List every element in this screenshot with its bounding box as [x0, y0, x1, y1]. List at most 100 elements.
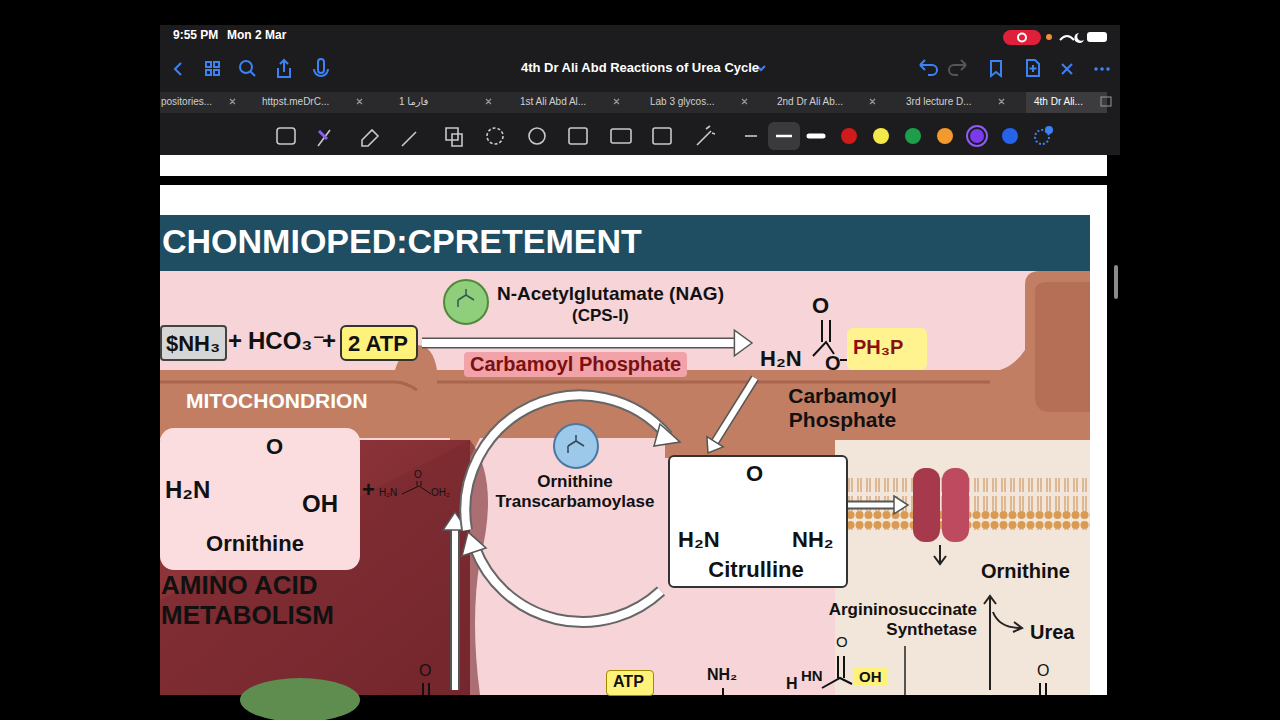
app-chrome: [991, 61, 1001, 76]
app-chrome: [809, 134, 823, 139]
reactant-box: $NH₃: [160, 325, 227, 361]
node-text: 2 ATP: [348, 331, 408, 356]
app-chrome: [611, 129, 631, 143]
label: 1st Ali Abd Al...: [520, 96, 586, 108]
bond-lines: [402, 481, 431, 494]
label: Ornithine: [981, 560, 1070, 583]
label: O: [836, 633, 848, 650]
app-chrome: [160, 25, 1120, 155]
app-chrome: [1045, 126, 1053, 134]
app-chrome: [905, 128, 921, 144]
node-text: O: [746, 461, 763, 486]
atp-box: 2 ATP: [340, 325, 418, 361]
label: +: [362, 477, 375, 502]
label: 4th Dr Ali Abd Reactions of Urea Cycle: [440, 61, 840, 76]
cell-illustration: [452, 528, 458, 690]
label: Carbamoyl Phosphate: [464, 352, 687, 377]
label: 4th Dr Ali...: [1034, 96, 1083, 108]
app-chrome: [277, 126, 757, 146]
node-text: H₂N: [678, 527, 720, 552]
app-chrome: [1003, 30, 1041, 45]
cell-illustration: [475, 548, 661, 622]
label: +: [322, 327, 336, 355]
cell-illustration: [993, 612, 1022, 632]
app-chrome: [318, 128, 462, 146]
app-chrome: [653, 128, 671, 144]
app-chrome: [970, 129, 984, 143]
label: Lab 3 glycos...: [650, 96, 714, 108]
label: Ornithine Transcarbamoylase: [480, 472, 670, 511]
app-chrome: [175, 63, 181, 75]
label: OH₂: [431, 487, 450, 499]
app-chrome: [1018, 34, 1026, 42]
label: 9:55 PM: [173, 29, 218, 43]
cell-illustration: [1035, 282, 1090, 412]
cell-illustration: [654, 424, 680, 446]
label: AMINO ACID METABOLISM: [161, 571, 356, 631]
app-chrome: [250, 71, 255, 76]
app-chrome: [1094, 67, 1110, 71]
node-text: Citrulline: [670, 557, 842, 582]
connector-line: [715, 378, 755, 442]
label: HN: [801, 667, 823, 684]
cell-illustration: [934, 545, 946, 564]
app-chrome: [841, 128, 857, 144]
node-text: ATP: [613, 673, 644, 691]
app-chrome: [160, 185, 1107, 695]
connector-arrow: [707, 378, 755, 453]
ornithine-box: OH₂NOHOrnithine: [160, 428, 360, 570]
cell-illustration: [160, 271, 1090, 695]
cell-illustration: [904, 646, 906, 695]
app-chrome: [314, 59, 328, 76]
app-chrome: [319, 131, 327, 139]
node-text: O: [266, 434, 283, 459]
node-text: O: [825, 352, 841, 375]
label: httpst.meDrC...: [262, 96, 329, 108]
arrowhead: [734, 330, 752, 356]
structure-group: OH₂NOCarbamoyl PhosphatePH₃P: [755, 290, 930, 430]
node-text: OH: [302, 490, 338, 518]
label: Urea: [1030, 621, 1074, 644]
label: (CPS-I): [572, 306, 629, 326]
app-chrome: [206, 70, 211, 75]
app-chrome: [873, 128, 889, 144]
label: O: [414, 469, 422, 481]
app-chrome: [949, 60, 966, 75]
cell-illustration: [984, 596, 996, 690]
app-chrome: [1106, 67, 1110, 71]
app-chrome: [745, 135, 757, 137]
app-chrome: [967, 126, 987, 146]
app-chrome: [1002, 128, 1018, 144]
diagram-title: CHONMIOPED:CPRETEMENT: [162, 222, 642, 261]
app-chrome: [1026, 92, 1107, 113]
app-chrome: [214, 70, 219, 75]
app-chrome: [1060, 36, 1074, 40]
cell-illustration: [554, 424, 598, 468]
node-text: PH₃P: [853, 336, 903, 359]
app-chrome: [1027, 60, 1039, 76]
cell-illustration: [160, 215, 1090, 720]
label: HCO₃⁻: [248, 327, 325, 355]
label: OH: [853, 667, 888, 686]
cell-illustration: [568, 435, 584, 453]
app-chrome: [1100, 67, 1104, 71]
connector-line: [715, 378, 755, 442]
app-chrome: [277, 128, 295, 144]
cell-illustration: [462, 532, 486, 556]
cell-illustration: [894, 496, 908, 514]
app-chrome: [206, 62, 211, 67]
label: positories...: [161, 96, 212, 108]
app-chrome: [920, 60, 937, 75]
app-chrome: [1094, 67, 1098, 71]
bond-lines: [423, 656, 1046, 695]
label: O: [1037, 662, 1049, 680]
label: NH₂: [707, 666, 737, 684]
app-chrome: [160, 25, 1120, 695]
app-chrome: [1074, 33, 1084, 43]
app-chrome: [230, 99, 1004, 104]
label: 3rd lecture D...: [906, 96, 972, 108]
cell-illustration: [450, 528, 460, 690]
phosphate-box: PH₃P: [847, 328, 927, 370]
app-chrome: [487, 128, 503, 144]
connector-line: [422, 339, 734, 347]
